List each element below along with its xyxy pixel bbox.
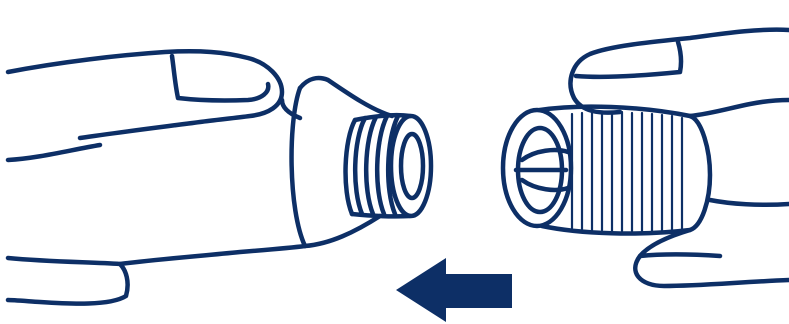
arrow-left-icon <box>396 258 512 322</box>
ointment-tube-icon <box>292 78 431 246</box>
screw-cap-icon <box>503 107 710 234</box>
right-hand-icon <box>571 30 789 286</box>
left-hand-icon <box>8 51 305 303</box>
